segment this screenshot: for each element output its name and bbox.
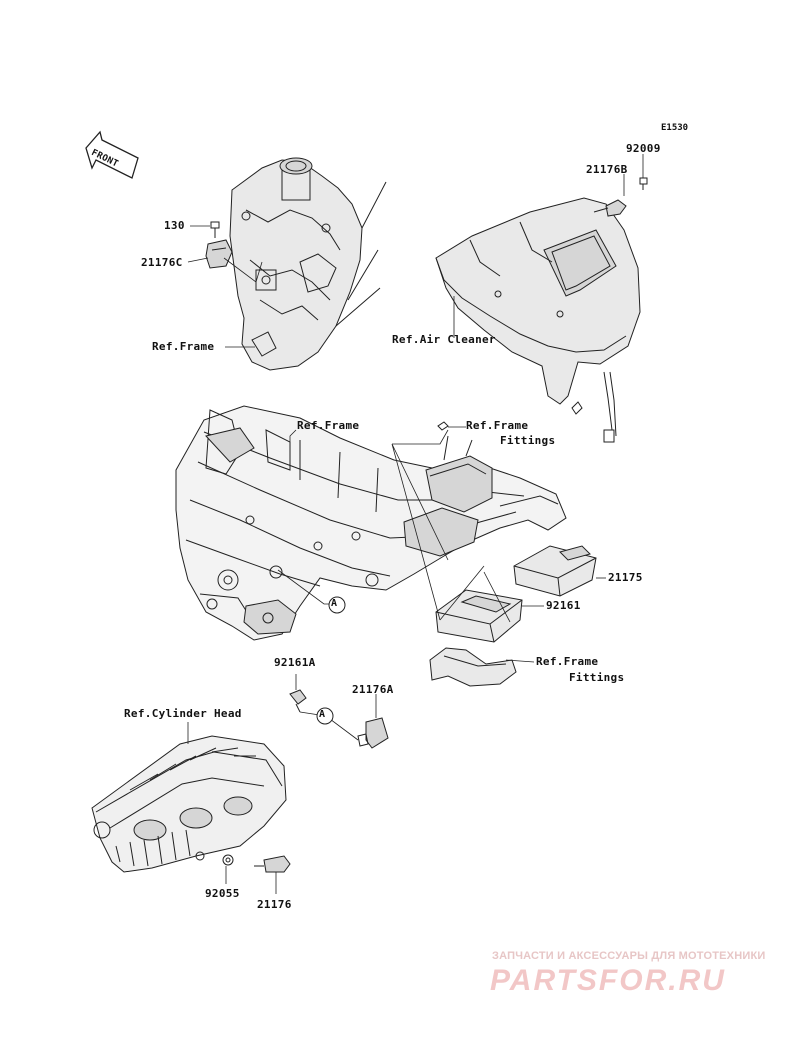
gasket-92055-icon	[222, 854, 234, 866]
ref-label-frame-fittings-top-1: Ref.Frame	[466, 419, 529, 432]
ref-label-frame-fittings-bottom-2: Fittings	[569, 671, 625, 684]
callout-a-lower-label: A	[319, 709, 326, 720]
part-label-21176A: 21176A	[352, 683, 394, 696]
diagram-code: E1530	[661, 123, 689, 133]
watermark-logo: PARTSFOR.RU	[490, 964, 726, 997]
air-cleaner-drawing	[435, 197, 641, 443]
sensor-21176B-icon	[593, 199, 627, 217]
bolt-130-icon	[210, 221, 220, 238]
ref-label-air-cleaner: Ref.Air Cleaner	[392, 333, 496, 346]
callout-a-lower-icon	[316, 707, 334, 725]
main-frame-drawing	[175, 405, 567, 641]
part-label-21175: 21175	[608, 571, 643, 584]
leader-lines	[187, 154, 644, 894]
part-label-21176B: 21176B	[586, 163, 628, 176]
frame-head-drawing	[229, 157, 387, 371]
part-label-130: 130	[164, 219, 185, 232]
sensor-21176A-icon	[357, 717, 389, 749]
part-label-92161A: 92161A	[274, 656, 316, 669]
sensor-21176C-icon	[205, 239, 233, 269]
part-label-92009: 92009	[626, 142, 661, 155]
ref-label-frame-fittings-top-2: Fittings	[500, 434, 556, 447]
damper-92161-icon	[435, 589, 523, 643]
ref-label-frame-fittings-bottom-1: Ref.Frame	[536, 655, 599, 668]
front-arrow-icon	[85, 130, 139, 179]
screw-92009-icon	[639, 177, 648, 190]
part-label-21176: 21176	[257, 898, 292, 911]
callout-a-upper-label: A	[331, 598, 338, 609]
part-label-92055: 92055	[205, 887, 240, 900]
ref-label-frame-mid: Ref.Frame	[297, 419, 360, 432]
sensor-21176-icon	[254, 855, 291, 873]
watermark-tagline: ЗАПЧАСТИ И АКСЕССУАРЫ ДЛЯ МОТОТЕХНИКИ	[492, 950, 766, 962]
ref-label-cylinder-head: Ref.Cylinder Head	[124, 707, 242, 720]
cylinder-head-drawing	[91, 735, 287, 873]
damper-92161A-icon	[289, 689, 307, 713]
ecu-21175-icon	[513, 545, 597, 597]
callout-a-upper-icon	[328, 596, 346, 614]
part-label-21176C: 21176C	[141, 256, 183, 269]
ref-label-frame-top: Ref.Frame	[152, 340, 215, 353]
bracket-fittings-icon	[429, 647, 517, 687]
part-label-92161: 92161	[546, 599, 581, 612]
